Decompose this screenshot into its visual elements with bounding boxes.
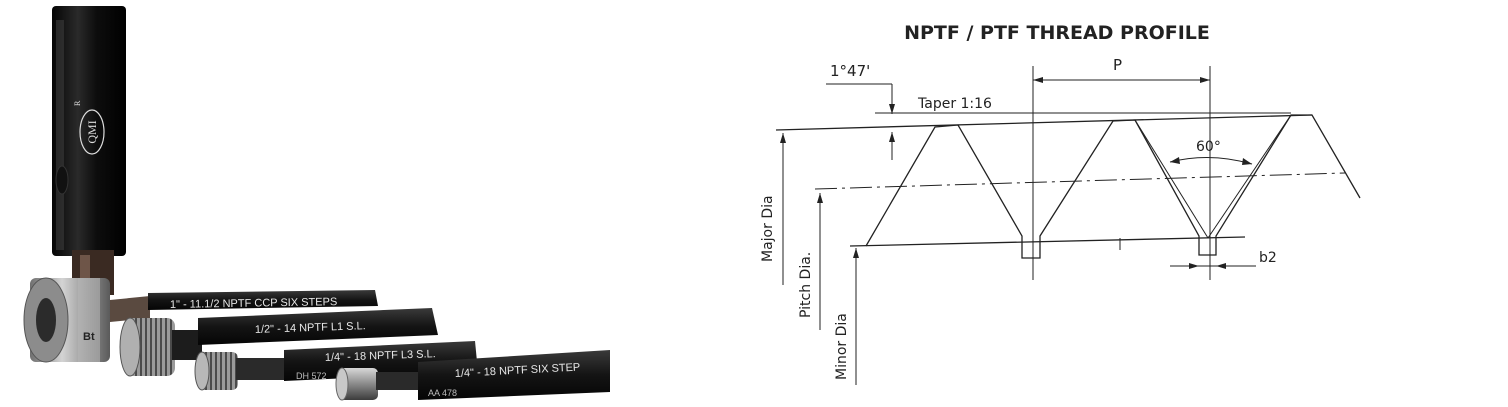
gauge-bar-1-label: 1" - 11.1/2 NPTF CCP SIX STEPS: [170, 296, 338, 311]
thread-profile: [865, 114, 1361, 259]
diagram-title: NPTF / PTF THREAD PROFILE: [904, 22, 1210, 44]
qmi-logo-text: QMI: [85, 120, 99, 143]
ring-gauge: Bt: [23, 277, 110, 363]
gauge-bar-2: 1/2" - 14 NPTF L1 S.L.: [119, 308, 438, 377]
gauge-bar-2-label: 1/2" - 14 NPTF L1 S.L.: [255, 320, 366, 336]
minor-dia-label: Minor Dia: [834, 313, 850, 380]
pitch-dia-label: Pitch Dia.: [798, 252, 814, 318]
crest-taper-line: [775, 114, 1313, 131]
gauge-bar-3-code: DH 572: [296, 371, 327, 381]
pitch-label: P: [1113, 56, 1122, 74]
gauge-bar-4-code: AA 478: [428, 388, 457, 398]
thread-gauge-photo: QMI R Bt 1" - 11.1/2 NPTF CCP SIX STEPS …: [23, 6, 610, 401]
major-dia-label: Major Dia: [760, 195, 776, 262]
gauge-bar-3-label: 1/4" - 18 NPTF L3 S.L.: [325, 348, 436, 364]
root-taper-line: [849, 236, 1246, 247]
thread-angle-label: 60°: [1196, 139, 1221, 155]
vertical-gauge-handle: [52, 6, 126, 295]
gauge-bar-4: 1/4" - 18 NPTF SIX STEP AA 478: [335, 350, 610, 401]
lead-angle-label: 1°47': [830, 62, 870, 80]
thread-profile-diagram: NPTF / PTF THREAD PROFILE: [760, 22, 1361, 385]
b2-label: b2: [1259, 250, 1277, 266]
gauge-bar-1: 1" - 11.1/2 NPTF CCP SIX STEPS: [110, 290, 378, 322]
taper-label: Taper 1:16: [917, 96, 992, 112]
qmi-logo: QMI R: [73, 100, 105, 155]
ring-gauge-mark: Bt: [83, 331, 95, 343]
qmi-logo-mark: R: [73, 100, 82, 106]
pitch-line: [814, 172, 1346, 190]
